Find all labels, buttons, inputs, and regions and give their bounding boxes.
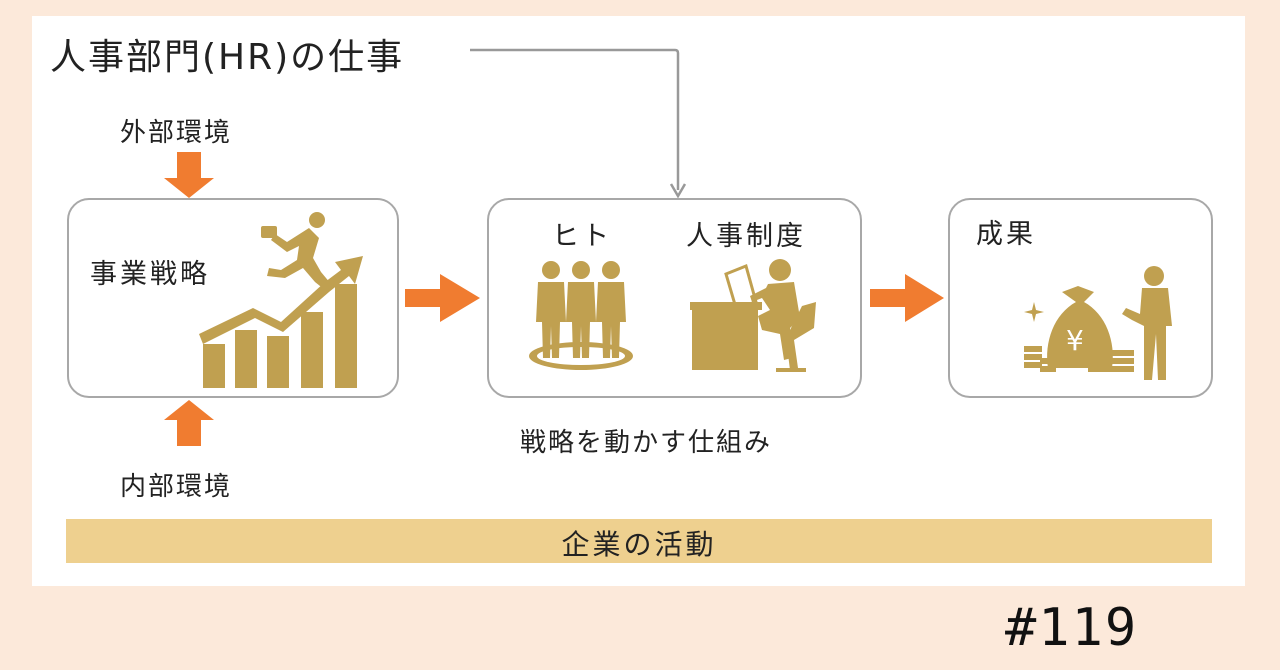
bottom-bar-label: 企業の活動 xyxy=(561,528,717,561)
title-connector-arrowhead xyxy=(669,183,687,199)
arrow-strategy-to-mechanism xyxy=(405,274,480,322)
title-connector-line xyxy=(470,48,680,190)
external-env-label: 外部環境 xyxy=(120,118,233,148)
arrow-mechanism-to-results xyxy=(870,274,944,322)
hr-system-label: 人事制度 xyxy=(686,221,806,252)
bottom-bar: 企業の活動 xyxy=(66,519,1212,563)
internal-env-label: 内部環境 xyxy=(120,472,233,502)
mechanism-caption: 戦略を動かす仕組み xyxy=(520,428,773,458)
money-bag-businessman-icon: ¥ xyxy=(1024,266,1172,380)
growth-chart-icon xyxy=(199,212,363,388)
people-label: ヒト xyxy=(552,221,612,252)
svg-text:¥: ¥ xyxy=(1066,324,1084,357)
three-people-icon xyxy=(529,261,633,370)
internal-env-arrow xyxy=(164,400,214,446)
episode-tag: #119 xyxy=(1005,598,1139,658)
external-env-arrow xyxy=(164,152,214,198)
page-title: 人事部門(HR)の仕事 xyxy=(50,37,405,78)
strategy-label: 事業戦略 xyxy=(90,259,210,290)
results-label: 成果 xyxy=(976,219,1036,250)
desk-worker-icon xyxy=(690,259,816,372)
